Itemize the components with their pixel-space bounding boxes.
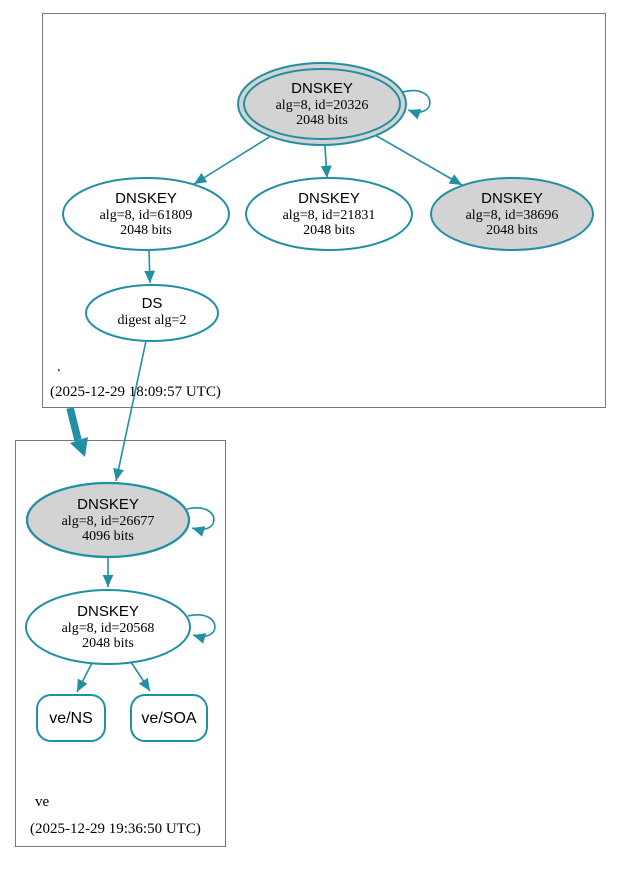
dnskey-20326-alg: alg=8, id=20326: [276, 98, 369, 113]
dnskey-26677-node[interactable]: DNSKEY alg=8, id=26677 4096 bits: [25, 481, 191, 559]
dnskey-26677-title: DNSKEY: [77, 496, 139, 513]
rrset-ve-soa-rect: [130, 694, 208, 742]
self-loop-ksk20326: [402, 89, 431, 120]
self-loop-dnskey26677: [186, 507, 215, 537]
dnskey-61809-bits: 2048 bits: [120, 223, 172, 238]
ds-node[interactable]: DS digest alg=2: [85, 284, 219, 342]
dnskey-20568-alg: alg=8, id=20568: [62, 621, 155, 636]
dnskey-20568-title: DNSKEY: [77, 603, 139, 620]
dnskey-21831-alg: alg=8, id=21831: [283, 208, 376, 223]
dnskey-21831-title: DNSKEY: [298, 190, 360, 207]
zone-delegation-arrow: [66, 407, 88, 457]
rrset-ve-ns-node[interactable]: ve/NS: [36, 694, 106, 742]
dnskey-20326-bits: 2048 bits: [296, 113, 348, 128]
edge-dnskey20568-to-soa: [130, 661, 151, 692]
ds-ellipse: [85, 284, 219, 342]
dnskey-38696-bits: 2048 bits: [486, 223, 538, 238]
dnskey-38696-node[interactable]: DNSKEY alg=8, id=38696 2048 bits: [430, 177, 594, 251]
dnskey-21831-node[interactable]: DNSKEY alg=8, id=21831 2048 bits: [245, 177, 413, 251]
rrset-ve-soa-label: ve/SOA: [141, 710, 196, 727]
ds-title: DS: [142, 295, 163, 312]
ve-zone-label: ve: [35, 794, 50, 810]
dnskey-38696-ellipse: [430, 177, 594, 251]
dnskey-61809-title: DNSKEY: [115, 190, 177, 207]
dnskey-38696-alg: alg=8, id=38696: [466, 208, 559, 223]
root-zone-timestamp: (2025-12-29 18:09:57 UTC): [50, 384, 221, 400]
root-zone-label: .: [57, 359, 61, 375]
dnskey-20326-title: DNSKEY: [291, 80, 353, 97]
dnskey-26677-bits: 4096 bits: [82, 529, 134, 544]
dnskey-61809-alg: alg=8, id=61809: [100, 208, 193, 223]
dnskey-26677-alg: alg=8, id=26677: [62, 514, 155, 529]
dnskey-61809-ellipse: [62, 177, 230, 251]
dnskey-20326-inner-ellipse: [243, 68, 401, 140]
edge-dnskey61809-to-ds: [144, 249, 156, 284]
dnskey-20326-outer-ellipse: [237, 62, 407, 146]
edge-dnskey20568-to-ns: [76, 662, 93, 693]
rrset-ve-ns-rect: [36, 694, 106, 742]
rrset-ve-soa-node[interactable]: ve/SOA: [130, 694, 208, 742]
dnskey-21831-ellipse: [245, 177, 413, 251]
edge-ksk20326-to-dnskey61809: [193, 135, 272, 185]
dnskey-26677-ellipse: [25, 481, 191, 559]
dnskey-20568-bits: 2048 bits: [82, 636, 134, 651]
dnskey-61809-node[interactable]: DNSKEY alg=8, id=61809 2048 bits: [62, 177, 230, 251]
dnskey-20326-node[interactable]: DNSKEY alg=8, id=20326 2048 bits: [237, 62, 407, 146]
self-loop-dnskey20568: [187, 614, 216, 644]
ve-zone-timestamp: (2025-12-29 19:36:50 UTC): [30, 821, 201, 837]
dnskey-20568-node[interactable]: DNSKEY alg=8, id=20568 2048 bits: [25, 589, 191, 665]
dnskey-21831-bits: 2048 bits: [303, 223, 355, 238]
rrset-ve-ns-label: ve/NS: [49, 710, 93, 727]
dnskey-20568-ellipse: [25, 589, 191, 665]
edge-ksk20326-to-dnskey21831: [320, 145, 332, 179]
dnskey-38696-title: DNSKEY: [481, 190, 543, 207]
edge-ksk20326-to-dnskey38696: [374, 134, 463, 186]
edge-ds-to-dnskey26677: [113, 340, 147, 482]
ds-digest: digest alg=2: [118, 313, 187, 328]
